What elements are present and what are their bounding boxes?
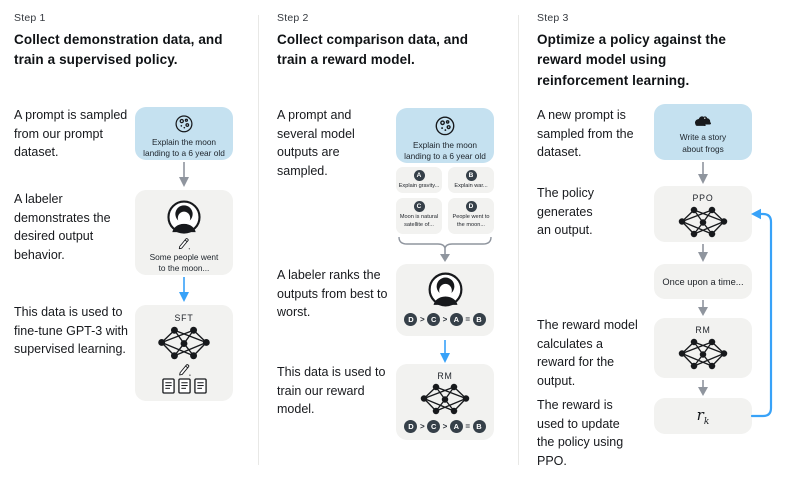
ranking-row: D>C>A=B (404, 313, 486, 326)
model-label: RM (437, 371, 453, 381)
caption-labeler-demonstrates: A labeler demonstrates the desired outpu… (14, 192, 111, 262)
caption-prompt-sampled: A prompt is sampled from our prompt data… (14, 108, 128, 159)
caption-outputs-sampled: A prompt and several model outputs are s… (277, 108, 355, 178)
neural-network-icon (677, 206, 729, 238)
prompt-box: Write a story about frogs (654, 104, 752, 160)
demonstration-text: Some people went (149, 251, 219, 262)
policy-output-text: Once upon a time... (662, 276, 744, 287)
labeler-ranking-box: D>C>A=B (396, 264, 494, 336)
caption-rm-calculates: The reward model calculates a reward for… (537, 318, 638, 388)
prompt-text: landing to a 6 year old (404, 151, 486, 162)
neural-network-icon (677, 338, 729, 370)
model-label: SFT (174, 313, 194, 323)
neural-network-icon (419, 383, 471, 415)
down-arrow-gray (698, 244, 708, 262)
rank-chip-D: D (404, 313, 418, 326)
column-divider (258, 15, 259, 465)
ppo-policy-box: PPO (654, 186, 752, 242)
prompt-text: Write a story (679, 132, 727, 142)
ranking-row: D>C>A=B (404, 420, 486, 433)
labeler-icon (164, 199, 204, 235)
rank-chip-C: C (427, 420, 441, 433)
down-arrow-gray (698, 380, 708, 396)
neural-network-icon (157, 326, 211, 360)
down-arrow-blue (179, 277, 189, 302)
labeler-icon (427, 271, 464, 308)
document-icon (178, 378, 191, 394)
caption-reward-updates: The reward is used to update the policy … (537, 398, 624, 468)
brace-and-arrow (398, 236, 492, 262)
pencil-icon (177, 237, 191, 250)
frog-icon (692, 112, 714, 129)
prompt-text: Explain the moon (151, 136, 217, 147)
down-arrow-blue (440, 340, 450, 363)
document-icon (194, 378, 207, 394)
step-label: Step 2 (277, 12, 309, 24)
prompt-text: Explain the moon (412, 139, 478, 150)
rank-separator: > (419, 315, 425, 324)
policy-output-box: Once upon a time... (654, 264, 752, 299)
prompt-box: Explain the moon landing to a 6 year old (135, 107, 233, 160)
prompt-text: about frogs (682, 143, 724, 154)
rank-separator: > (442, 422, 448, 431)
caption-fine-tune: This data is used to fine-tune GPT-3 wit… (14, 305, 128, 356)
caption-new-prompt: A new prompt is sampled from the dataset… (537, 108, 634, 159)
step-title: Collect demonstration data, and train a … (14, 32, 223, 68)
step-title: Optimize a policy against the reward mod… (537, 32, 726, 88)
output-text: Explain war... (454, 182, 488, 189)
rank-chip-D: D (404, 420, 418, 433)
rank-separator: = (465, 315, 470, 324)
rank-chip-C: C (427, 313, 441, 326)
output-label-D: D (465, 201, 477, 212)
output-label-A: A (413, 170, 425, 181)
output-text: People went to (452, 213, 490, 220)
output-label-C: C (413, 201, 425, 212)
prompt-box: Explain the moon landing to a 6 year old (396, 108, 494, 163)
rank-separator: > (442, 315, 448, 324)
sft-model-box: SFT (135, 305, 233, 401)
reward-model-box: RM D>C>A=B (396, 364, 494, 440)
column-divider (518, 15, 519, 465)
output-text: Moon is natural (399, 213, 439, 220)
document-icon (162, 378, 175, 394)
model-label: PPO (692, 193, 714, 203)
output-text: satellite of... (404, 222, 434, 229)
rank-chip-A: A (449, 313, 463, 326)
rank-chip-B: B (472, 313, 486, 326)
reward-value-box: rk (654, 398, 752, 434)
step-label: Step 1 (14, 12, 46, 24)
rank-separator: = (465, 422, 470, 431)
rank-separator: > (419, 422, 425, 431)
reward-model-box: RM (654, 318, 752, 378)
caption-train-reward-model: This data is used to train our reward mo… (277, 365, 386, 416)
reward-symbol: rk (696, 405, 710, 427)
down-arrow-gray (698, 162, 708, 184)
pencil-icon (178, 363, 191, 376)
documents-icon (162, 378, 207, 394)
rank-chip-B: B (472, 420, 486, 433)
demonstration-text: to the moon... (158, 263, 210, 274)
output-text: Explain gravity... (398, 182, 440, 189)
labeler-box: Some people went to the moon... (135, 190, 233, 275)
step-label: Step 3 (537, 12, 569, 24)
rank-chip-A: A (449, 420, 463, 433)
moon-icon (173, 114, 195, 134)
caption-labeler-ranks: A labeler ranks the outputs from best to… (277, 268, 388, 319)
output-text: the moon... (457, 222, 485, 229)
down-arrow-gray (179, 162, 189, 187)
step-title: Collect comparison data, and train a rew… (277, 32, 469, 68)
model-label: RM (695, 325, 711, 335)
feedback-loop-arrow (750, 208, 773, 418)
output-label-B: B (465, 170, 477, 181)
down-arrow-gray (698, 300, 708, 316)
moon-icon (434, 115, 456, 137)
prompt-text: landing to a 6 year old (143, 148, 225, 159)
caption-policy-generates: The policy generates an output. (537, 186, 594, 237)
